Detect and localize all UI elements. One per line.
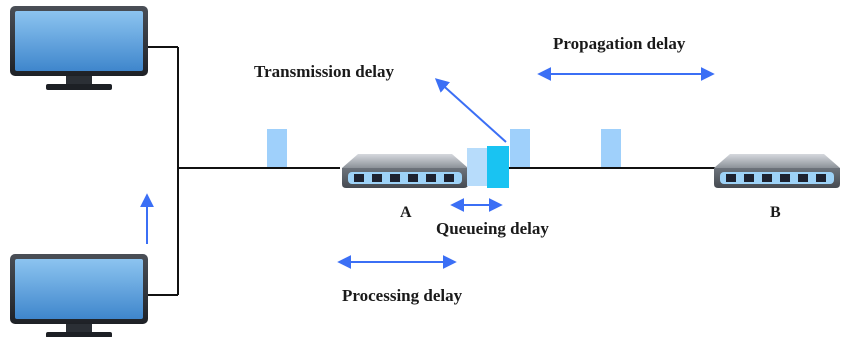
transmission-delay-label: Transmission delay (254, 62, 394, 81)
packet (601, 129, 621, 167)
packets (267, 129, 621, 188)
transmitting-packet (487, 146, 509, 188)
queued-packet (467, 148, 487, 186)
transmission-arrow (434, 78, 507, 143)
router-b-label: B (770, 204, 781, 221)
delay-arrows (140, 67, 715, 269)
monitor-icon (10, 254, 148, 338)
router-icon (342, 154, 468, 188)
packet (510, 129, 530, 167)
propagation-delay-label: Propagation delay (553, 34, 686, 53)
processing-delay-label: Processing delay (342, 286, 463, 305)
router-a-label: A (400, 204, 412, 221)
router-icon (714, 154, 840, 188)
monitor-icon (10, 6, 148, 90)
network-links (148, 46, 716, 296)
packet (267, 129, 287, 167)
queueing-delay-label: Queueing delay (436, 219, 549, 238)
